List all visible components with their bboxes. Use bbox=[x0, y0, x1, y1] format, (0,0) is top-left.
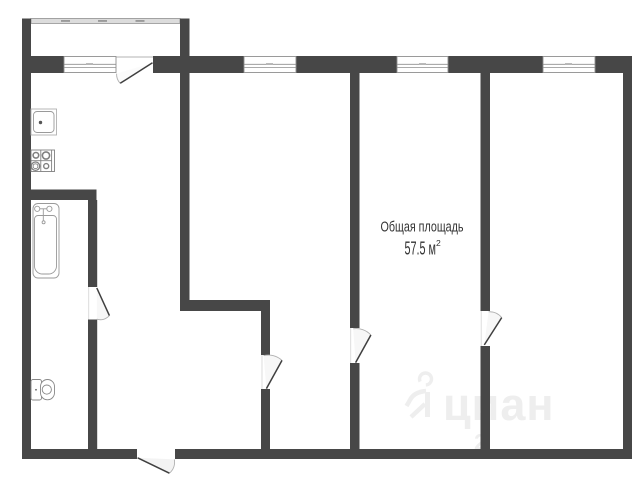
svg-text:57.5 м: 57.5 м bbox=[405, 239, 437, 259]
svg-text:Общая площадь: Общая площадь bbox=[381, 218, 464, 235]
svg-text:циан: циан bbox=[443, 379, 555, 430]
svg-text:2: 2 bbox=[436, 238, 441, 248]
